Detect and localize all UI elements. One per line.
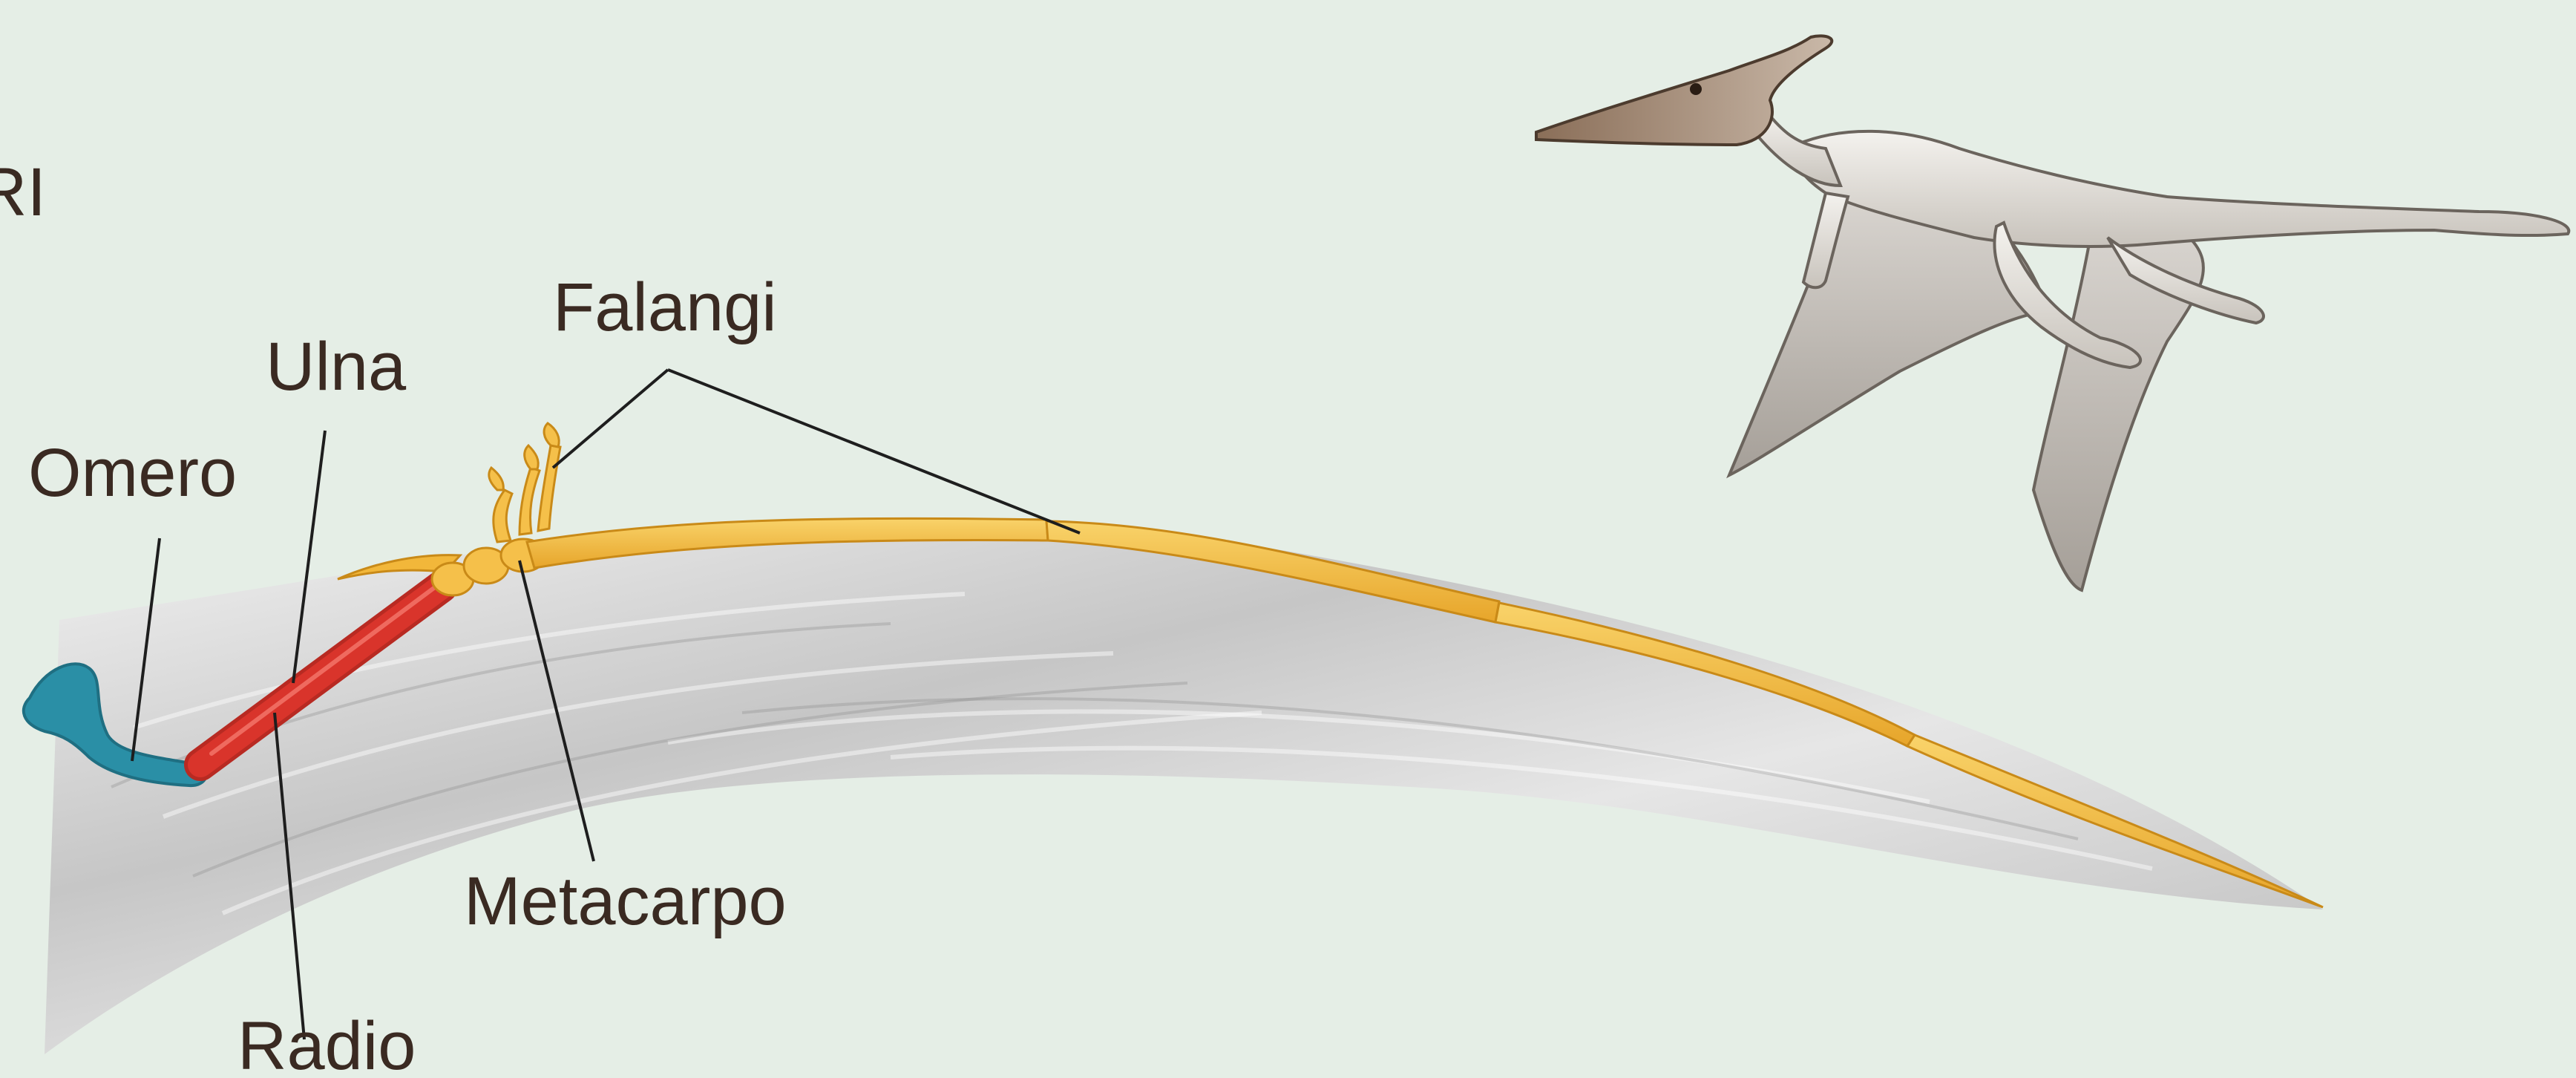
label-omero: Omero — [28, 435, 237, 511]
small-finger-bones — [489, 423, 560, 542]
pterosaur-illustration — [1536, 36, 2569, 590]
label-metacarpo: Metacarpo — [464, 863, 787, 939]
label-ulna: Ulna — [266, 329, 407, 405]
wing-membrane — [45, 522, 2323, 1054]
pterosaur-head — [1536, 36, 1832, 145]
partial-title: RI — [0, 154, 46, 230]
pterosaur-eye — [1690, 83, 1702, 95]
label-radio: Radio — [237, 1008, 416, 1078]
label-falangi: Falangi — [553, 270, 777, 345]
